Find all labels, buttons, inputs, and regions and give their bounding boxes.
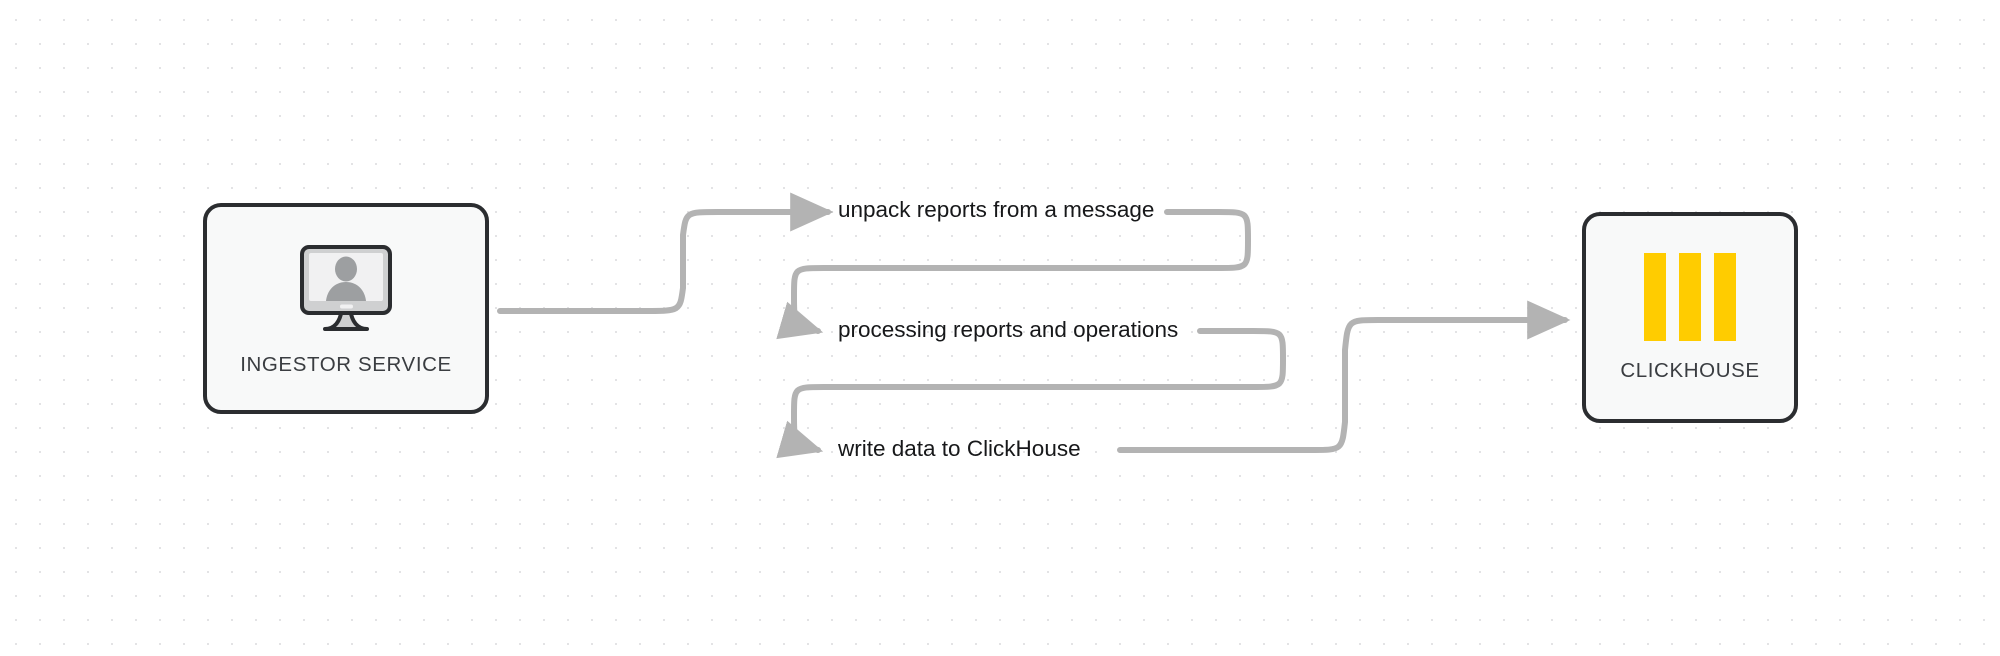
edge-label-processing-reports: processing reports and operations	[838, 317, 1179, 342]
edge-ingestor-to-step1	[497, 192, 834, 314]
edge-step1-to-step2	[776, 209, 1251, 340]
monitor-user-icon	[288, 241, 404, 337]
clickhouse-bars-icon	[1644, 252, 1736, 341]
node-ingestor-service-label: INGESTOR SERVICE	[240, 352, 452, 376]
edge-label-write-data: write data to ClickHouse	[838, 436, 1081, 461]
edge-label-unpack-reports: unpack reports from a message	[838, 197, 1155, 222]
node-clickhouse-label: CLICKHOUSE	[1620, 358, 1760, 382]
clickhouse-bar-1	[1644, 252, 1666, 341]
edge-step3-to-clickhouse	[1117, 300, 1571, 453]
node-ingestor-service[interactable]: INGESTOR SERVICE	[203, 203, 489, 414]
node-clickhouse[interactable]: CLICKHOUSE	[1582, 212, 1798, 423]
clickhouse-bar-2	[1679, 252, 1701, 341]
edge-step2-to-step3	[776, 328, 1286, 459]
clickhouse-bar-3	[1714, 252, 1736, 341]
